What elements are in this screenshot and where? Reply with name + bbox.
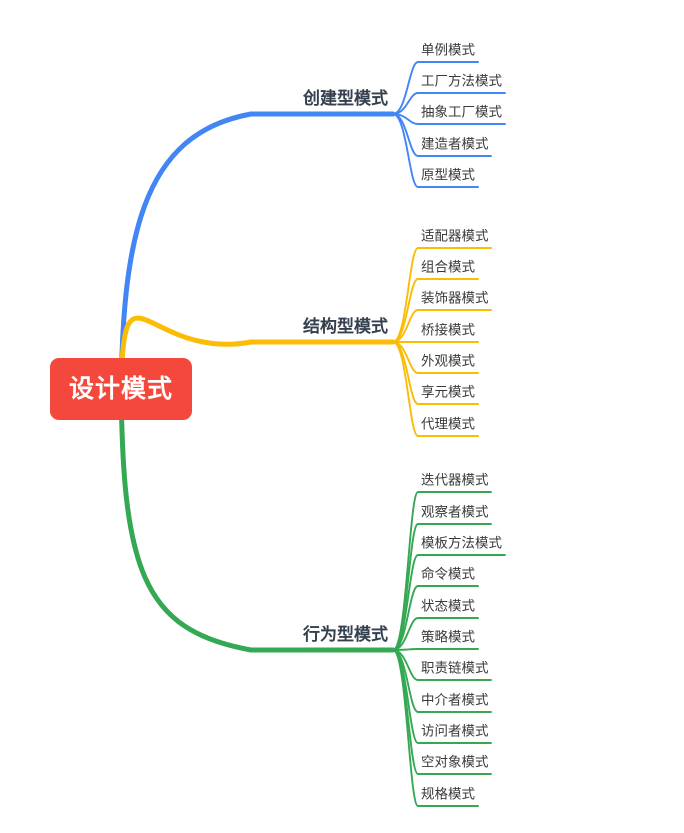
leaf-node[interactable]: 观察者模式 — [421, 504, 489, 520]
root-node[interactable]: 设计模式 — [50, 358, 192, 420]
leaf-node[interactable]: 桥接模式 — [421, 322, 475, 338]
leaf-node[interactable]: 规格模式 — [421, 786, 475, 802]
leaf-node[interactable]: 中介者模式 — [421, 692, 489, 708]
leaf-edge-behavioral-5 — [392, 648, 479, 651]
leaf-node[interactable]: 空对象模式 — [421, 754, 489, 770]
leaf-node[interactable]: 装饰器模式 — [421, 290, 489, 306]
leaf-node[interactable]: 访问者模式 — [421, 723, 489, 739]
branch-label-creational[interactable]: 创建型模式 — [303, 89, 388, 108]
leaf-node[interactable]: 外观模式 — [421, 353, 475, 369]
leaf-node[interactable]: 适配器模式 — [421, 228, 489, 244]
root-node-label: 设计模式 — [68, 374, 173, 403]
leaf-node[interactable]: 代理模式 — [421, 416, 475, 432]
leaf-node[interactable]: 命令模式 — [421, 566, 475, 582]
leaf-node[interactable]: 单例模式 — [421, 42, 475, 58]
leaf-node[interactable]: 享元模式 — [421, 384, 475, 400]
leaf-node[interactable]: 抽象工厂模式 — [421, 104, 502, 120]
leaf-node[interactable]: 迭代器模式 — [421, 472, 489, 488]
leaf-node[interactable]: 模板方法模式 — [421, 535, 502, 551]
leaf-node[interactable]: 原型模式 — [421, 167, 475, 183]
branch-label-behavioral[interactable]: 行为型模式 — [303, 625, 388, 644]
leaf-node[interactable]: 职责链模式 — [421, 660, 489, 676]
leaf-node[interactable]: 组合模式 — [421, 259, 475, 275]
branch-label-structural[interactable]: 结构型模式 — [303, 317, 388, 336]
leaf-node[interactable]: 策略模式 — [421, 629, 475, 645]
leaf-node[interactable]: 工厂方法模式 — [421, 73, 502, 89]
leaf-node[interactable]: 状态模式 — [421, 598, 475, 614]
leaf-node[interactable]: 建造者模式 — [421, 136, 489, 152]
